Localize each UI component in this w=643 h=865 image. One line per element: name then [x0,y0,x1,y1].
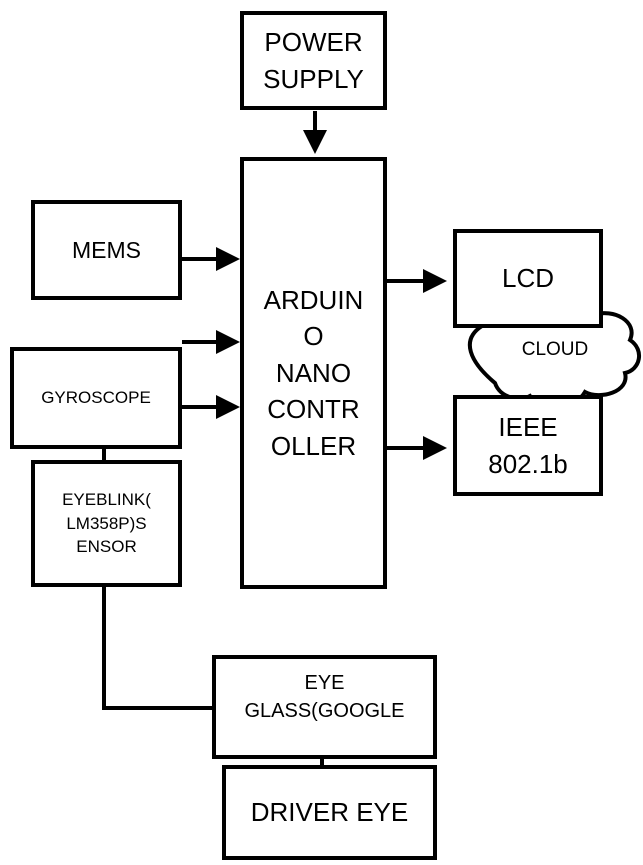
controller-label-line5: OLLER [270,430,357,461]
eyeblink-sensor-block: EYEBLINK( LM358P)S ENSOR [31,460,182,587]
eyeblink-label-line1: EYEBLINK( [62,489,151,509]
controller-label-line3: NANO [275,357,352,388]
cloud-label: CLOUD [521,339,589,360]
driver-eye-block: DRIVER EYE [222,765,437,860]
power-supply-label-line1: POWER [264,27,363,58]
mems-label: MEMS [72,236,141,263]
eyeblink-label-line2: LM358P)S [66,513,147,533]
eyeblink-label-line3: ENSOR [76,537,137,557]
gyroscope-label: GYROSCOPE [41,388,151,408]
controller-label-line1: ARDUIN [263,285,364,316]
ieee-label-line2: 802.1b [488,448,568,479]
eye-glass-label-line2: GLASS(GOOGLE [244,700,405,722]
arduino-nano-controller-block: ARDUIN O NANO CONTR OLLER [240,157,387,589]
controller-label-line4: CONTR [267,394,360,425]
eye-glass-label-line1: EYE [304,672,345,694]
power-supply-block: POWER SUPPLY [240,11,387,110]
gyroscope-block: GYROSCOPE [10,347,182,449]
power-supply-label-line2: SUPPLY [263,63,364,94]
lcd-block: LCD [453,229,603,328]
eye-glass-block: EYE GLASS(GOOGLE [212,655,437,759]
lcd-label: LCD [501,263,554,294]
driver-eye-label: DRIVER EYE [250,797,409,828]
controller-label-line2: O [303,321,324,352]
ieee-block: IEEE 802.1b [453,395,603,496]
mems-block: MEMS [31,200,182,300]
ieee-label-line1: IEEE [498,412,558,443]
